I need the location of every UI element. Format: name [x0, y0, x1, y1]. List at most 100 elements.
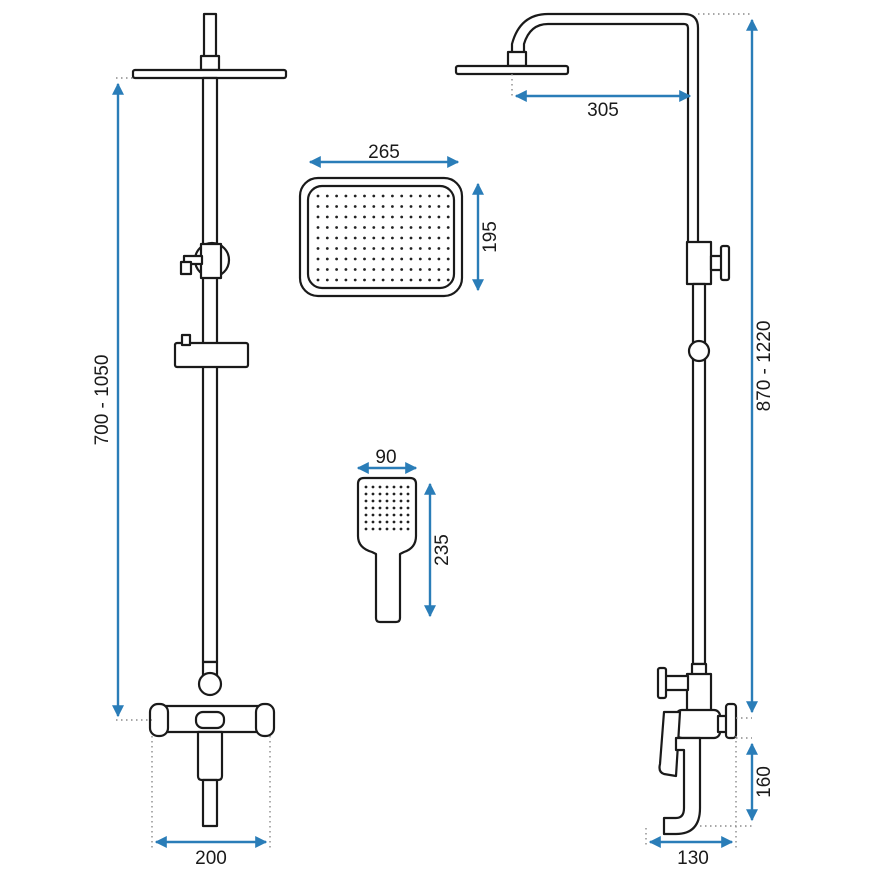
rain-head-nozzle: [428, 236, 431, 240]
hand-shower-nozzle: [392, 492, 396, 496]
rain-head-nozzle: [335, 257, 338, 261]
rain-head-nozzle: [316, 268, 320, 271]
rain-head-nozzle: [391, 268, 394, 271]
rain-head-nozzle: [391, 205, 394, 208]
front-view-shower-column: [131, 12, 288, 828]
rain-head-nozzle: [316, 236, 320, 240]
rain-head-nozzle: [363, 257, 366, 261]
rain-head-nozzle: [409, 278, 413, 282]
rain-head-nozzle: [446, 236, 450, 240]
dimension-right-base-width: 130: [648, 836, 734, 869]
hand-shower-nozzle: [371, 513, 375, 517]
rain-head-nozzle: [437, 205, 441, 208]
rain-head-nozzle: [335, 247, 338, 250]
rain-head-nozzle: [428, 257, 431, 261]
rain-head-nozzle: [381, 247, 385, 250]
hand-shower-nozzle: [399, 499, 403, 503]
rain-head-nozzle: [372, 268, 376, 271]
rain-head-nozzle: [316, 278, 320, 282]
rain-head-nozzle: [344, 268, 348, 271]
rain-head-nozzle: [418, 257, 422, 261]
rain-head-nozzle: [418, 226, 422, 229]
rain-head-nozzle: [363, 236, 366, 240]
hand-shower-nozzle: [385, 499, 389, 503]
dimension-right-height-label: 870 - 1220: [754, 321, 775, 412]
hand-shower-nozzle: [406, 485, 410, 489]
rain-head-nozzle: [335, 205, 338, 208]
rain-head-nozzle: [363, 268, 366, 271]
hand-shower-nozzle: [378, 513, 382, 517]
rain-head-nozzle: [446, 194, 450, 198]
rain-head-nozzle: [381, 268, 385, 271]
rain-head-nozzle: [418, 247, 422, 250]
rain-head-nozzle: [363, 278, 366, 282]
hand-shower-nozzle: [399, 520, 403, 524]
dimension-left-base-width: 200: [154, 836, 268, 869]
rain-head-nozzle: [381, 278, 385, 282]
rain-head-nozzle: [335, 194, 338, 198]
rain-head-nozzle: [363, 205, 366, 208]
rain-head-nozzle: [353, 215, 357, 219]
rain-head-nozzle: [391, 278, 394, 282]
rain-head-nozzle: [409, 247, 413, 250]
rain-head-nozzle: [446, 268, 450, 271]
hand-shower-nozzle: [378, 527, 382, 531]
rain-head-nozzle: [316, 247, 320, 250]
hand-shower-nozzle: [378, 520, 382, 524]
rain-head-nozzle: [372, 278, 376, 282]
hand-shower-nozzle: [371, 499, 375, 503]
rain-head-nozzle: [381, 205, 385, 208]
rain-head-nozzle: [400, 278, 404, 282]
rain-head-nozzles: [316, 194, 450, 282]
hand-shower-nozzle: [399, 527, 403, 531]
rain-head-nozzle: [316, 257, 320, 261]
hand-shower-nozzle: [385, 513, 389, 517]
hand-shower-nozzle: [392, 520, 396, 524]
rain-head-nozzle: [409, 226, 413, 229]
rain-head-nozzle: [353, 278, 357, 282]
rain-head-nozzle: [418, 205, 422, 208]
rain-head-nozzle: [316, 215, 320, 219]
rain-head-nozzle: [400, 205, 404, 208]
rain-head-nozzle: [344, 215, 348, 219]
rain-head-nozzle: [325, 247, 329, 250]
rain-head-nozzle: [400, 268, 404, 271]
rain-head-nozzle: [344, 247, 348, 250]
rain-head-nozzle: [409, 268, 413, 271]
rain-head-nozzle: [344, 205, 348, 208]
hand-shower-nozzle: [378, 485, 382, 489]
rain-head-nozzle: [335, 226, 338, 229]
rain-head-nozzle: [409, 257, 413, 261]
rain-head-nozzle: [316, 205, 320, 208]
rain-head-nozzle: [446, 247, 450, 250]
hand-shower-nozzle: [392, 506, 396, 510]
rain-head-nozzle: [353, 257, 357, 261]
dimension-head-width-label: 265: [368, 142, 400, 163]
rain-head-nozzle: [437, 247, 441, 250]
dimension-head-depth: 195: [472, 182, 501, 292]
rain-head-nozzle: [316, 194, 320, 198]
rain-head-nozzle: [418, 268, 422, 271]
hand-shower-nozzle: [385, 520, 389, 524]
rain-head-nozzle: [418, 194, 422, 198]
rain-head-nozzle: [391, 247, 394, 250]
dimension-left-height-label: 700 - 1050: [92, 355, 113, 446]
rain-head-nozzle: [391, 236, 394, 240]
rain-head-nozzle: [437, 226, 441, 229]
hand-shower-nozzle: [406, 499, 410, 503]
rain-head-nozzle: [335, 236, 338, 240]
hand-shower-nozzle: [399, 513, 403, 517]
rain-head-nozzle: [409, 236, 413, 240]
rain-head-nozzle: [353, 268, 357, 271]
rain-head-nozzle: [325, 278, 329, 282]
rain-head-nozzle: [353, 247, 357, 250]
rain-head-nozzle: [437, 215, 441, 219]
rain-head-top-view: [298, 176, 464, 298]
rain-head-nozzle: [344, 226, 348, 229]
rain-head-nozzle: [372, 257, 376, 261]
rain-head-nozzle: [372, 194, 376, 198]
rain-head-nozzle: [409, 215, 413, 219]
hand-shower-nozzle: [364, 527, 368, 531]
rain-head-nozzle: [363, 194, 366, 198]
